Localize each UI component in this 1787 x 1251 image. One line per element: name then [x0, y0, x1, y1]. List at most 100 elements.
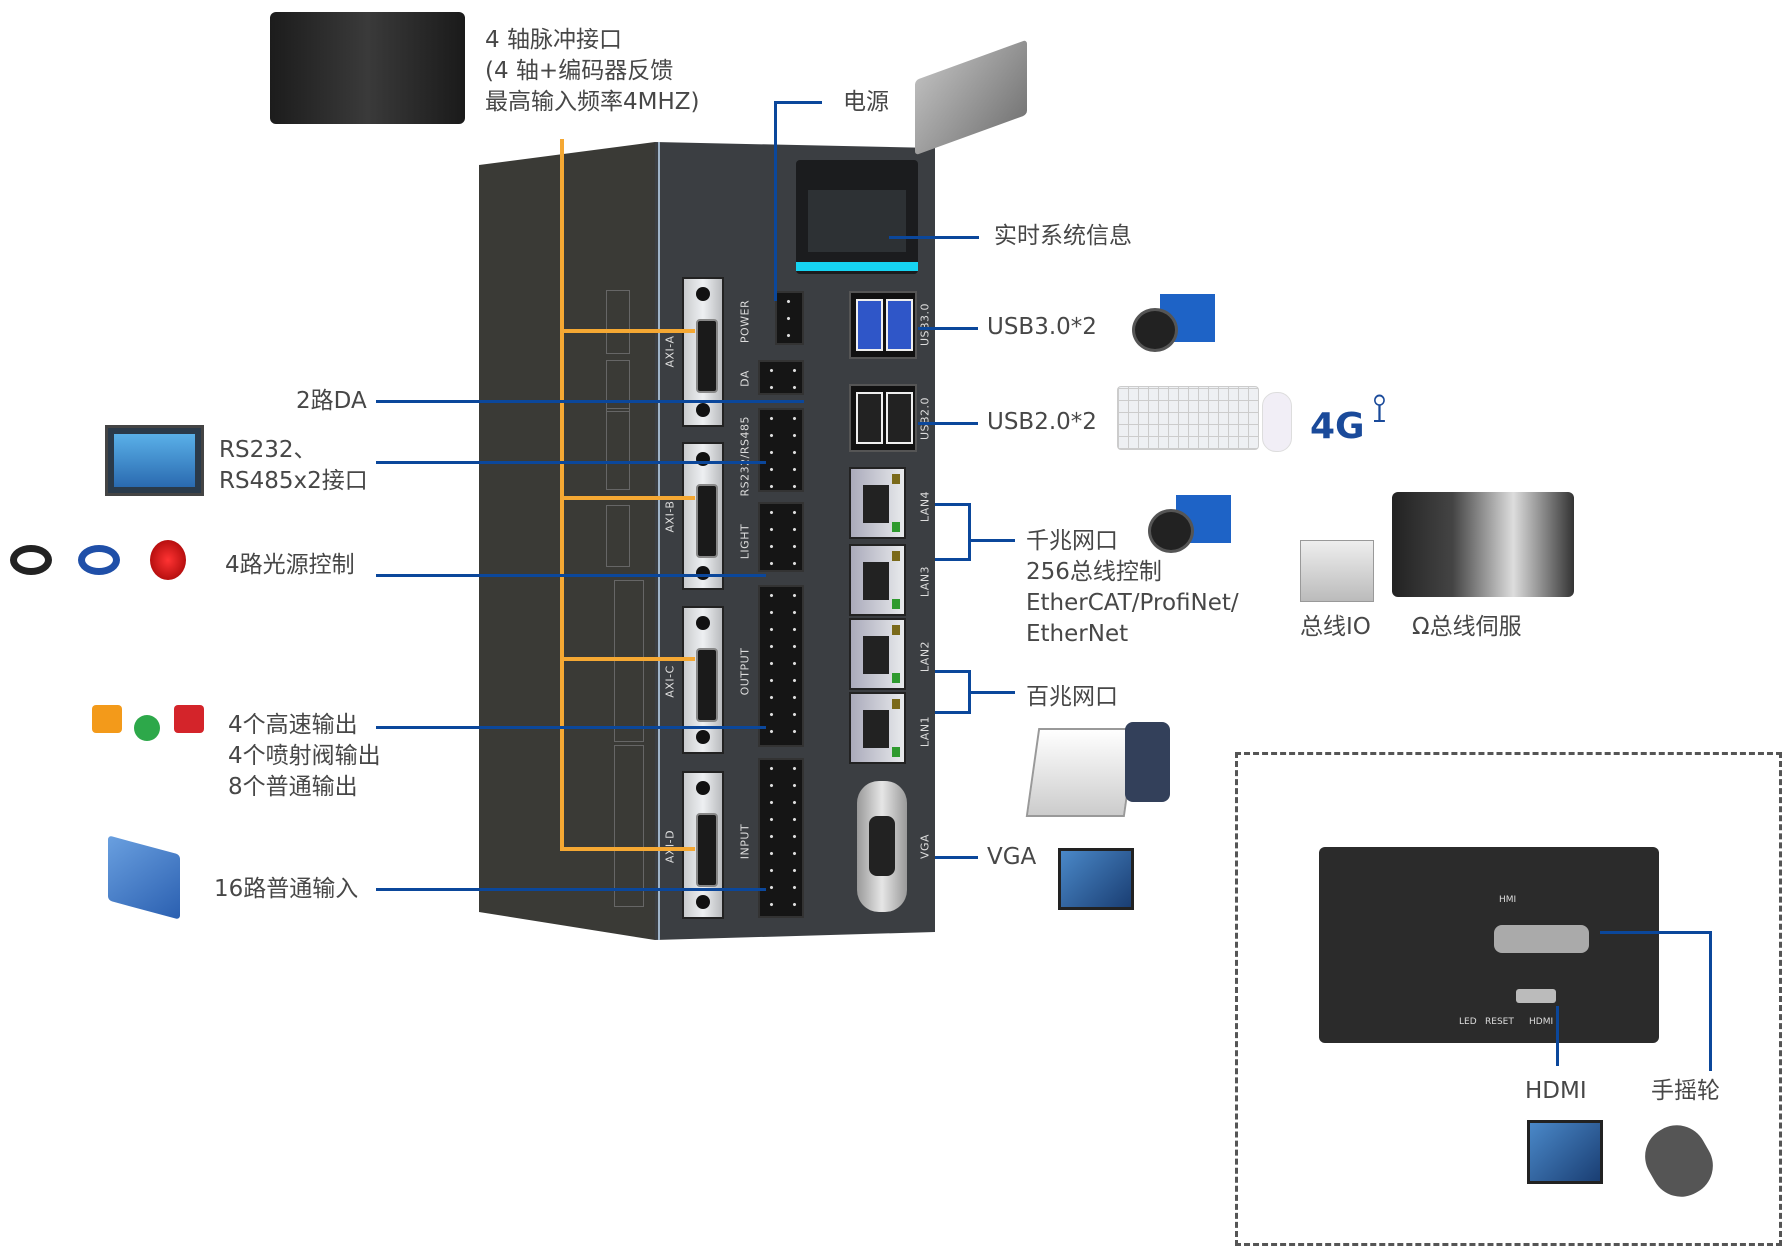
axis-a-line [560, 329, 695, 333]
gigabit-bus-label: 256总线控制 [1026, 559, 1162, 585]
lan3-port [849, 544, 906, 616]
usb2-label: USB2.0*2 [987, 409, 1097, 435]
axi-d-connector [682, 771, 724, 919]
side-legend-da [606, 360, 630, 412]
gigabit-label: 千兆网口 [1026, 528, 1118, 554]
hmi-extension-box [1235, 752, 1782, 1246]
lan1-label: LAN1 [918, 715, 932, 748]
rs-port-label: RS232/RS485 [738, 416, 752, 497]
blue-ring-light-image [78, 545, 120, 575]
laptop-image [1025, 728, 1138, 817]
input-port-label: INPUT [738, 823, 752, 860]
lan3-line [935, 558, 970, 561]
lan2-line [935, 670, 970, 673]
pulse-interface-line1: 4 轴脉冲接口 [485, 27, 622, 53]
output-label-line1: 4个高速输出 [228, 712, 358, 738]
usb3-label: USB3.0*2 [987, 314, 1097, 340]
lan2-port [849, 618, 906, 690]
handwheel-label: 手摇轮 [1651, 1078, 1720, 1104]
hdmi-port-label: HDMI [1529, 1017, 1554, 1027]
bus-io-label: 总线IO [1300, 614, 1371, 640]
hdmi-monitor-image [1527, 1120, 1603, 1184]
controller-side-panel [479, 142, 655, 940]
output-terminal [758, 585, 804, 747]
vga-monitor-image [1058, 848, 1134, 910]
usb3-port-label: USB3.0 [918, 302, 932, 347]
hmi-touchscreen-image [105, 425, 204, 496]
hdmi-port [1516, 989, 1556, 1003]
da-line [376, 400, 804, 403]
axis-d-line [560, 847, 695, 851]
serial-label-line2: RS485x2接口 [219, 468, 368, 494]
axi-a-connector [682, 277, 724, 427]
reset-label: RESET [1485, 1017, 1514, 1027]
usb3-ports [849, 291, 917, 359]
axi-c-connector [682, 606, 724, 754]
4g-icon: 4G [1310, 406, 1365, 447]
axi-b-connector [682, 442, 724, 590]
antenna-icon: ⟟ [1372, 386, 1387, 432]
usb3-line [918, 327, 978, 330]
axis-b-line [560, 496, 695, 500]
fast-ethernet-label: 百兆网口 [1026, 684, 1118, 710]
da-terminal [758, 360, 804, 395]
light-port-label: LIGHT [738, 523, 752, 560]
power-callout-line-h [774, 101, 822, 104]
hmi-port-label: HMI [1499, 895, 1517, 905]
vga-connector [857, 781, 907, 912]
hdmi-label: HDMI [1525, 1078, 1587, 1104]
lan4-label: LAN4 [918, 490, 932, 523]
lan4-port [849, 467, 906, 539]
output-label-line2: 4个喷射阀输出 [228, 743, 381, 769]
bus-servo-image [1392, 492, 1574, 597]
led-label: LED [1459, 1017, 1477, 1027]
ring-light-image [10, 545, 52, 575]
realtime-info-label: 实时系统信息 [994, 223, 1132, 249]
vga-label: VGA [987, 844, 1037, 870]
gigabit-protocols-label: EtherCAT/ProfiNet/ [1026, 590, 1239, 616]
axis-bus-line [560, 139, 564, 851]
lan3-label: LAN3 [918, 565, 932, 598]
side-legend-light [606, 505, 630, 567]
side-legend-rs [606, 408, 630, 490]
hdmi-line [1556, 1006, 1559, 1066]
gigabit-ethernet-label: EtherNet [1026, 621, 1129, 647]
side-legend-power [606, 290, 630, 354]
da-port-label: DA [738, 370, 752, 387]
push-buttons-image [92, 700, 212, 745]
power-callout-line [774, 101, 777, 301]
gigabit-bracket [968, 503, 971, 561]
pulse-interface-line3: 最高输入频率4MHZ) [485, 89, 700, 115]
power-terminal [775, 291, 804, 345]
serial-label-line1: RS232、 [219, 437, 317, 463]
fast-ethernet-line [968, 691, 1015, 694]
side-legend-output [614, 580, 644, 742]
vga-port-label: VGA [918, 833, 932, 860]
handwheel-line-v [1709, 931, 1712, 1071]
usb2-line [918, 422, 978, 425]
light-terminal [758, 502, 804, 572]
realtime-info-line [889, 236, 979, 239]
lan1-port [849, 692, 906, 764]
side-legend-input [614, 745, 644, 907]
hmi-db15-connector [1494, 925, 1589, 953]
gige-camera-image [1148, 495, 1233, 553]
input-terminal [758, 758, 804, 918]
input-line [376, 888, 766, 891]
axis-c-line [560, 657, 695, 661]
output-port-label: OUTPUT [738, 647, 752, 696]
output-label-line3: 8个普通输出 [228, 774, 358, 800]
power-label: 电源 [843, 89, 889, 115]
servo-drive-image [270, 12, 465, 124]
rs232-rs485-terminal [758, 408, 804, 492]
pulse-interface-line2: (4 轴+编码器反馈 [485, 58, 674, 84]
usb2-port-label: USB2.0 [918, 396, 932, 441]
output-line [376, 726, 766, 729]
keyboard-image [1117, 386, 1259, 450]
handwheel-line-h [1600, 931, 1712, 934]
usb2-ports [849, 384, 917, 452]
hmi-module: HMI LED RESET HDMI [1319, 847, 1659, 1043]
mouse-image [1262, 392, 1292, 452]
screen-light-bar [796, 262, 918, 271]
bus-servo-label: Ω总线伺服 [1412, 614, 1522, 640]
